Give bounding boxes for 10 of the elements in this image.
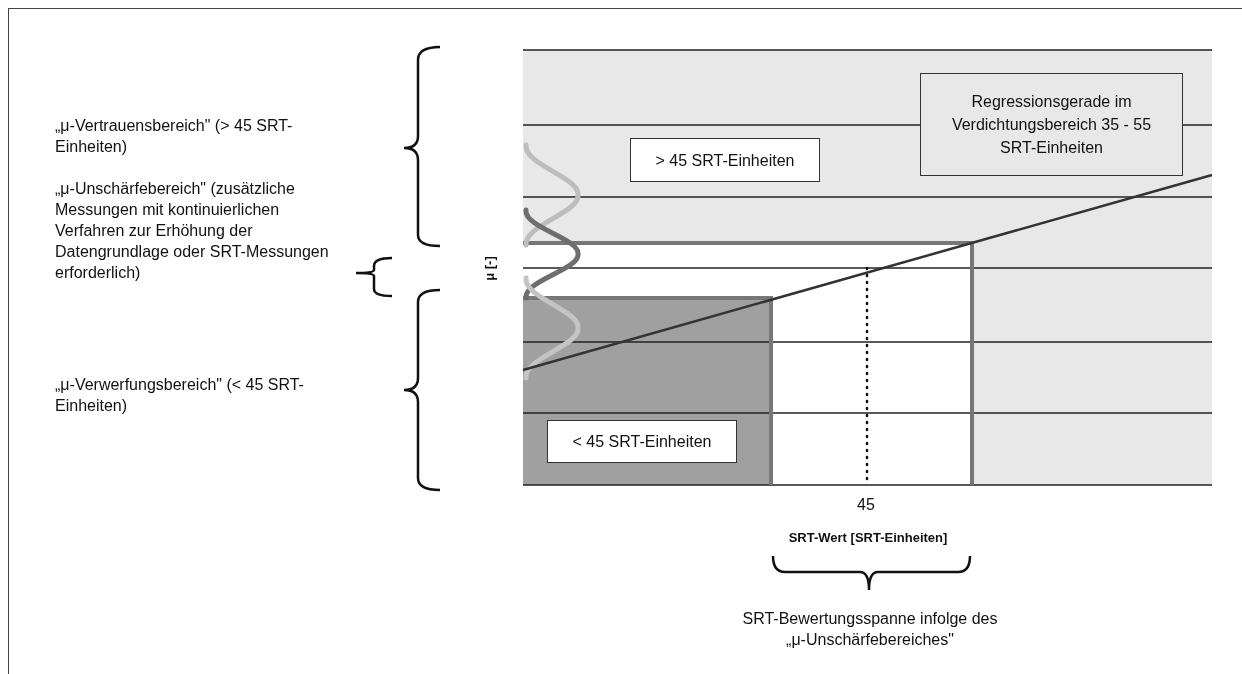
annotation-box: Regressionsgerade im Verdichtungsbereich 35 - 55 SRT-Einheiten: [920, 73, 1183, 176]
caption-text: SRT-Bewertungsspanne infolge des „μ-Unschärfebereiches": [741, 609, 999, 650]
axis-title: SRT-Wert [SRT-Einheiten]: [787, 529, 949, 547]
axis-title: μ [-]: [480, 256, 498, 281]
tick-label: 45: [856, 495, 876, 515]
range-description: „μ-Unschärfebereich" (zusätzliche Messungen mit kontinuierlichen Verfahren zur Erhöhung der Datengrundlage oder SRT-Messungen erforderlich): [55, 179, 330, 283]
range-description: „μ-Vertrauensbereich" (> 45 SRT-Einheiten): [55, 116, 294, 157]
range-description: „μ-Verwerfungsbereich" (< 45 SRT-Einheiten): [55, 375, 305, 416]
region-label-box: > 45 SRT-Einheiten: [630, 138, 820, 182]
region-label-box: < 45 SRT-Einheiten: [547, 420, 737, 463]
